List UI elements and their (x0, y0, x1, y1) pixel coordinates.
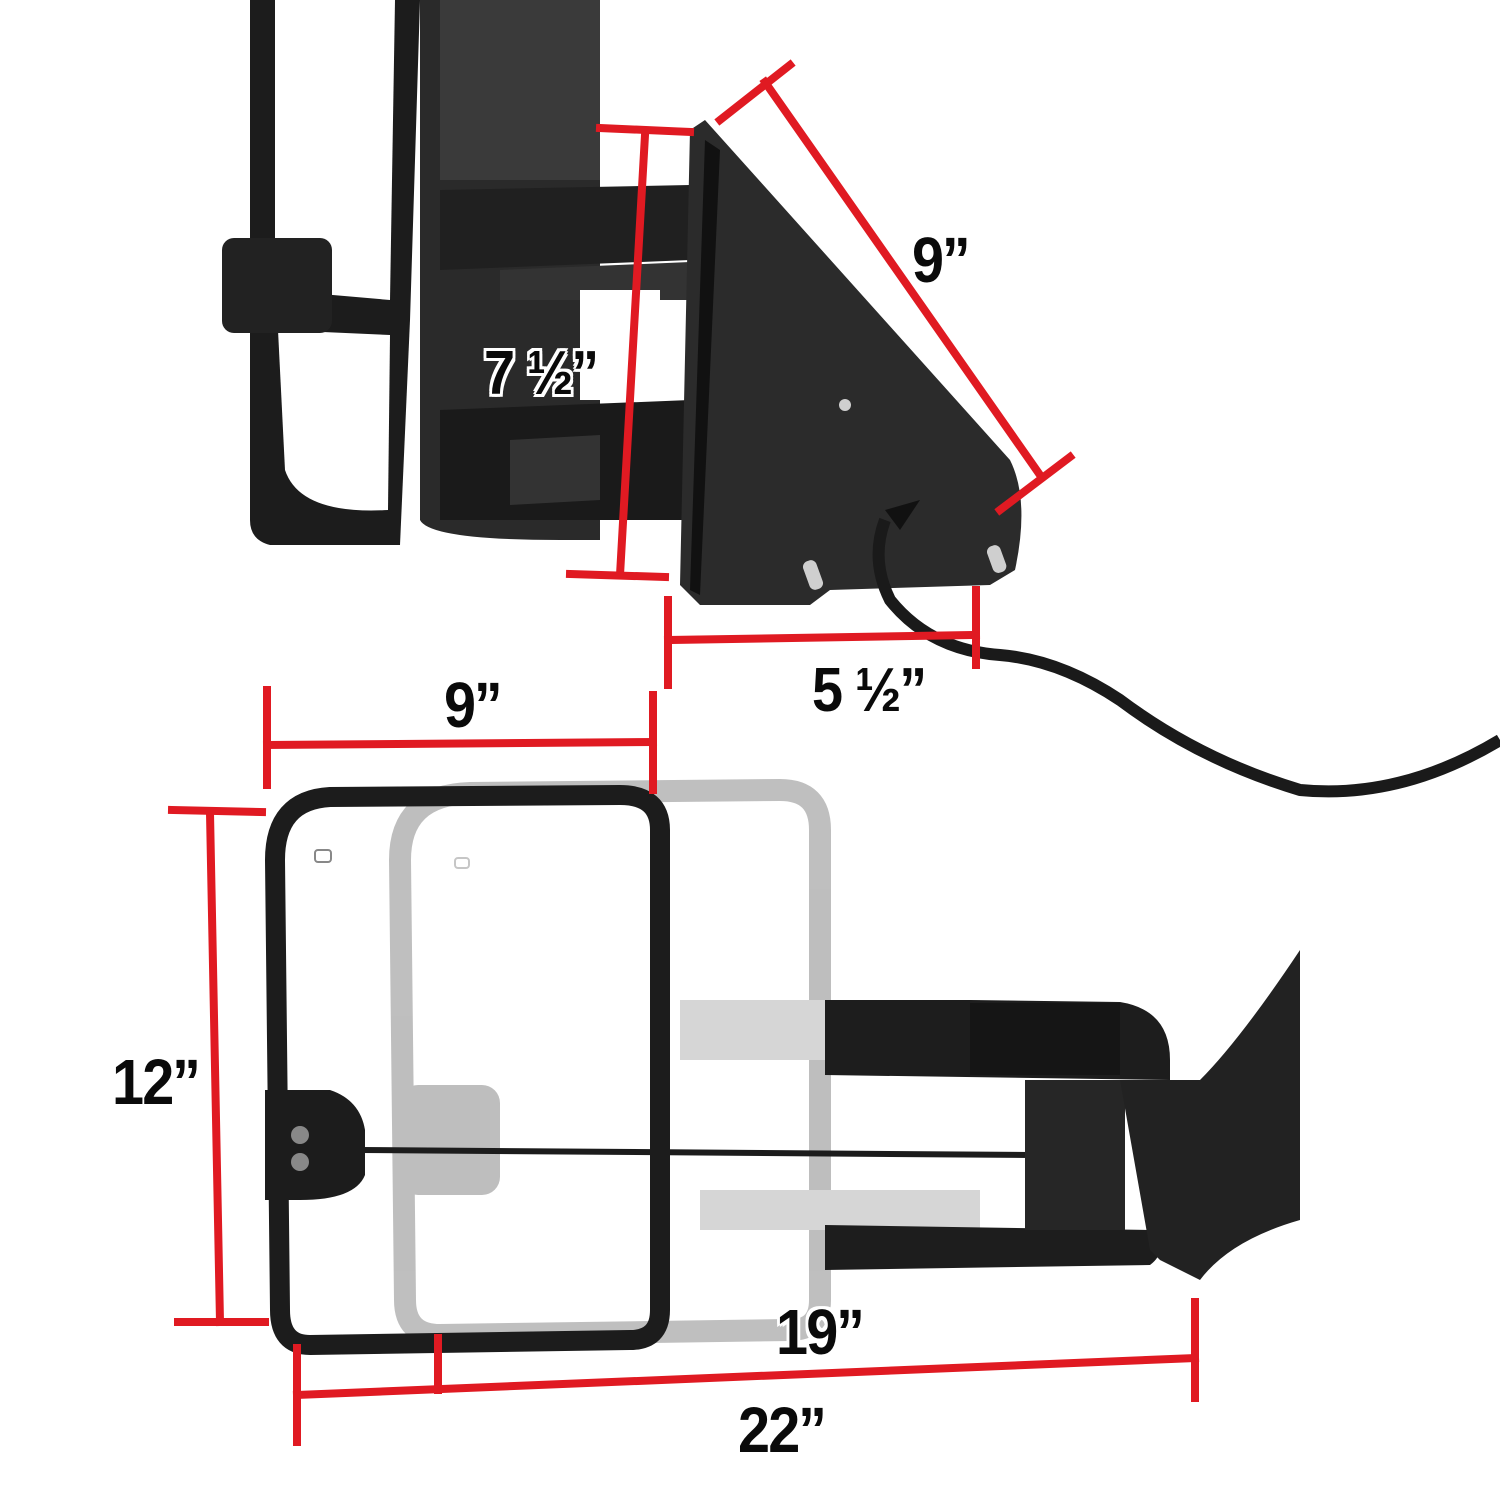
mount-screw-icon (839, 399, 851, 411)
dim-line-mount-diagonal (759, 76, 1046, 481)
heated-mirror-icon (314, 849, 332, 863)
dim-line-head-height (205, 808, 225, 1327)
bottom-mirror-main (264, 784, 1300, 1356)
wire-cable (872, 517, 1500, 798)
label-mount-diagonal: 9’’ (912, 224, 970, 296)
turn-signal-housing (265, 1090, 365, 1200)
top-mirror-head (222, 0, 690, 545)
mount-stud-icon (986, 545, 1007, 573)
led-light-icon (291, 1153, 309, 1171)
dim-line-mount-height (615, 130, 650, 580)
label-mount-base-width: 5 ½’’ (812, 656, 927, 725)
dim-line-head-width (262, 737, 658, 750)
dim-line-mount-base (663, 630, 981, 645)
label-mount-height: 7 ½’’ (484, 339, 599, 408)
label-retracted-length: 19’’ (776, 1296, 865, 1368)
label-head-height: 12’’ (112, 1046, 201, 1118)
dim-line-extended-length (292, 1353, 1200, 1400)
led-light-icon (291, 1126, 309, 1144)
mount-stud-icon (802, 560, 824, 590)
label-head-width: 9’’ (444, 669, 502, 741)
label-extended-length: 22’’ (738, 1394, 827, 1466)
top-mount-plate (680, 120, 1500, 798)
dimension-lines (167, 59, 1200, 1446)
